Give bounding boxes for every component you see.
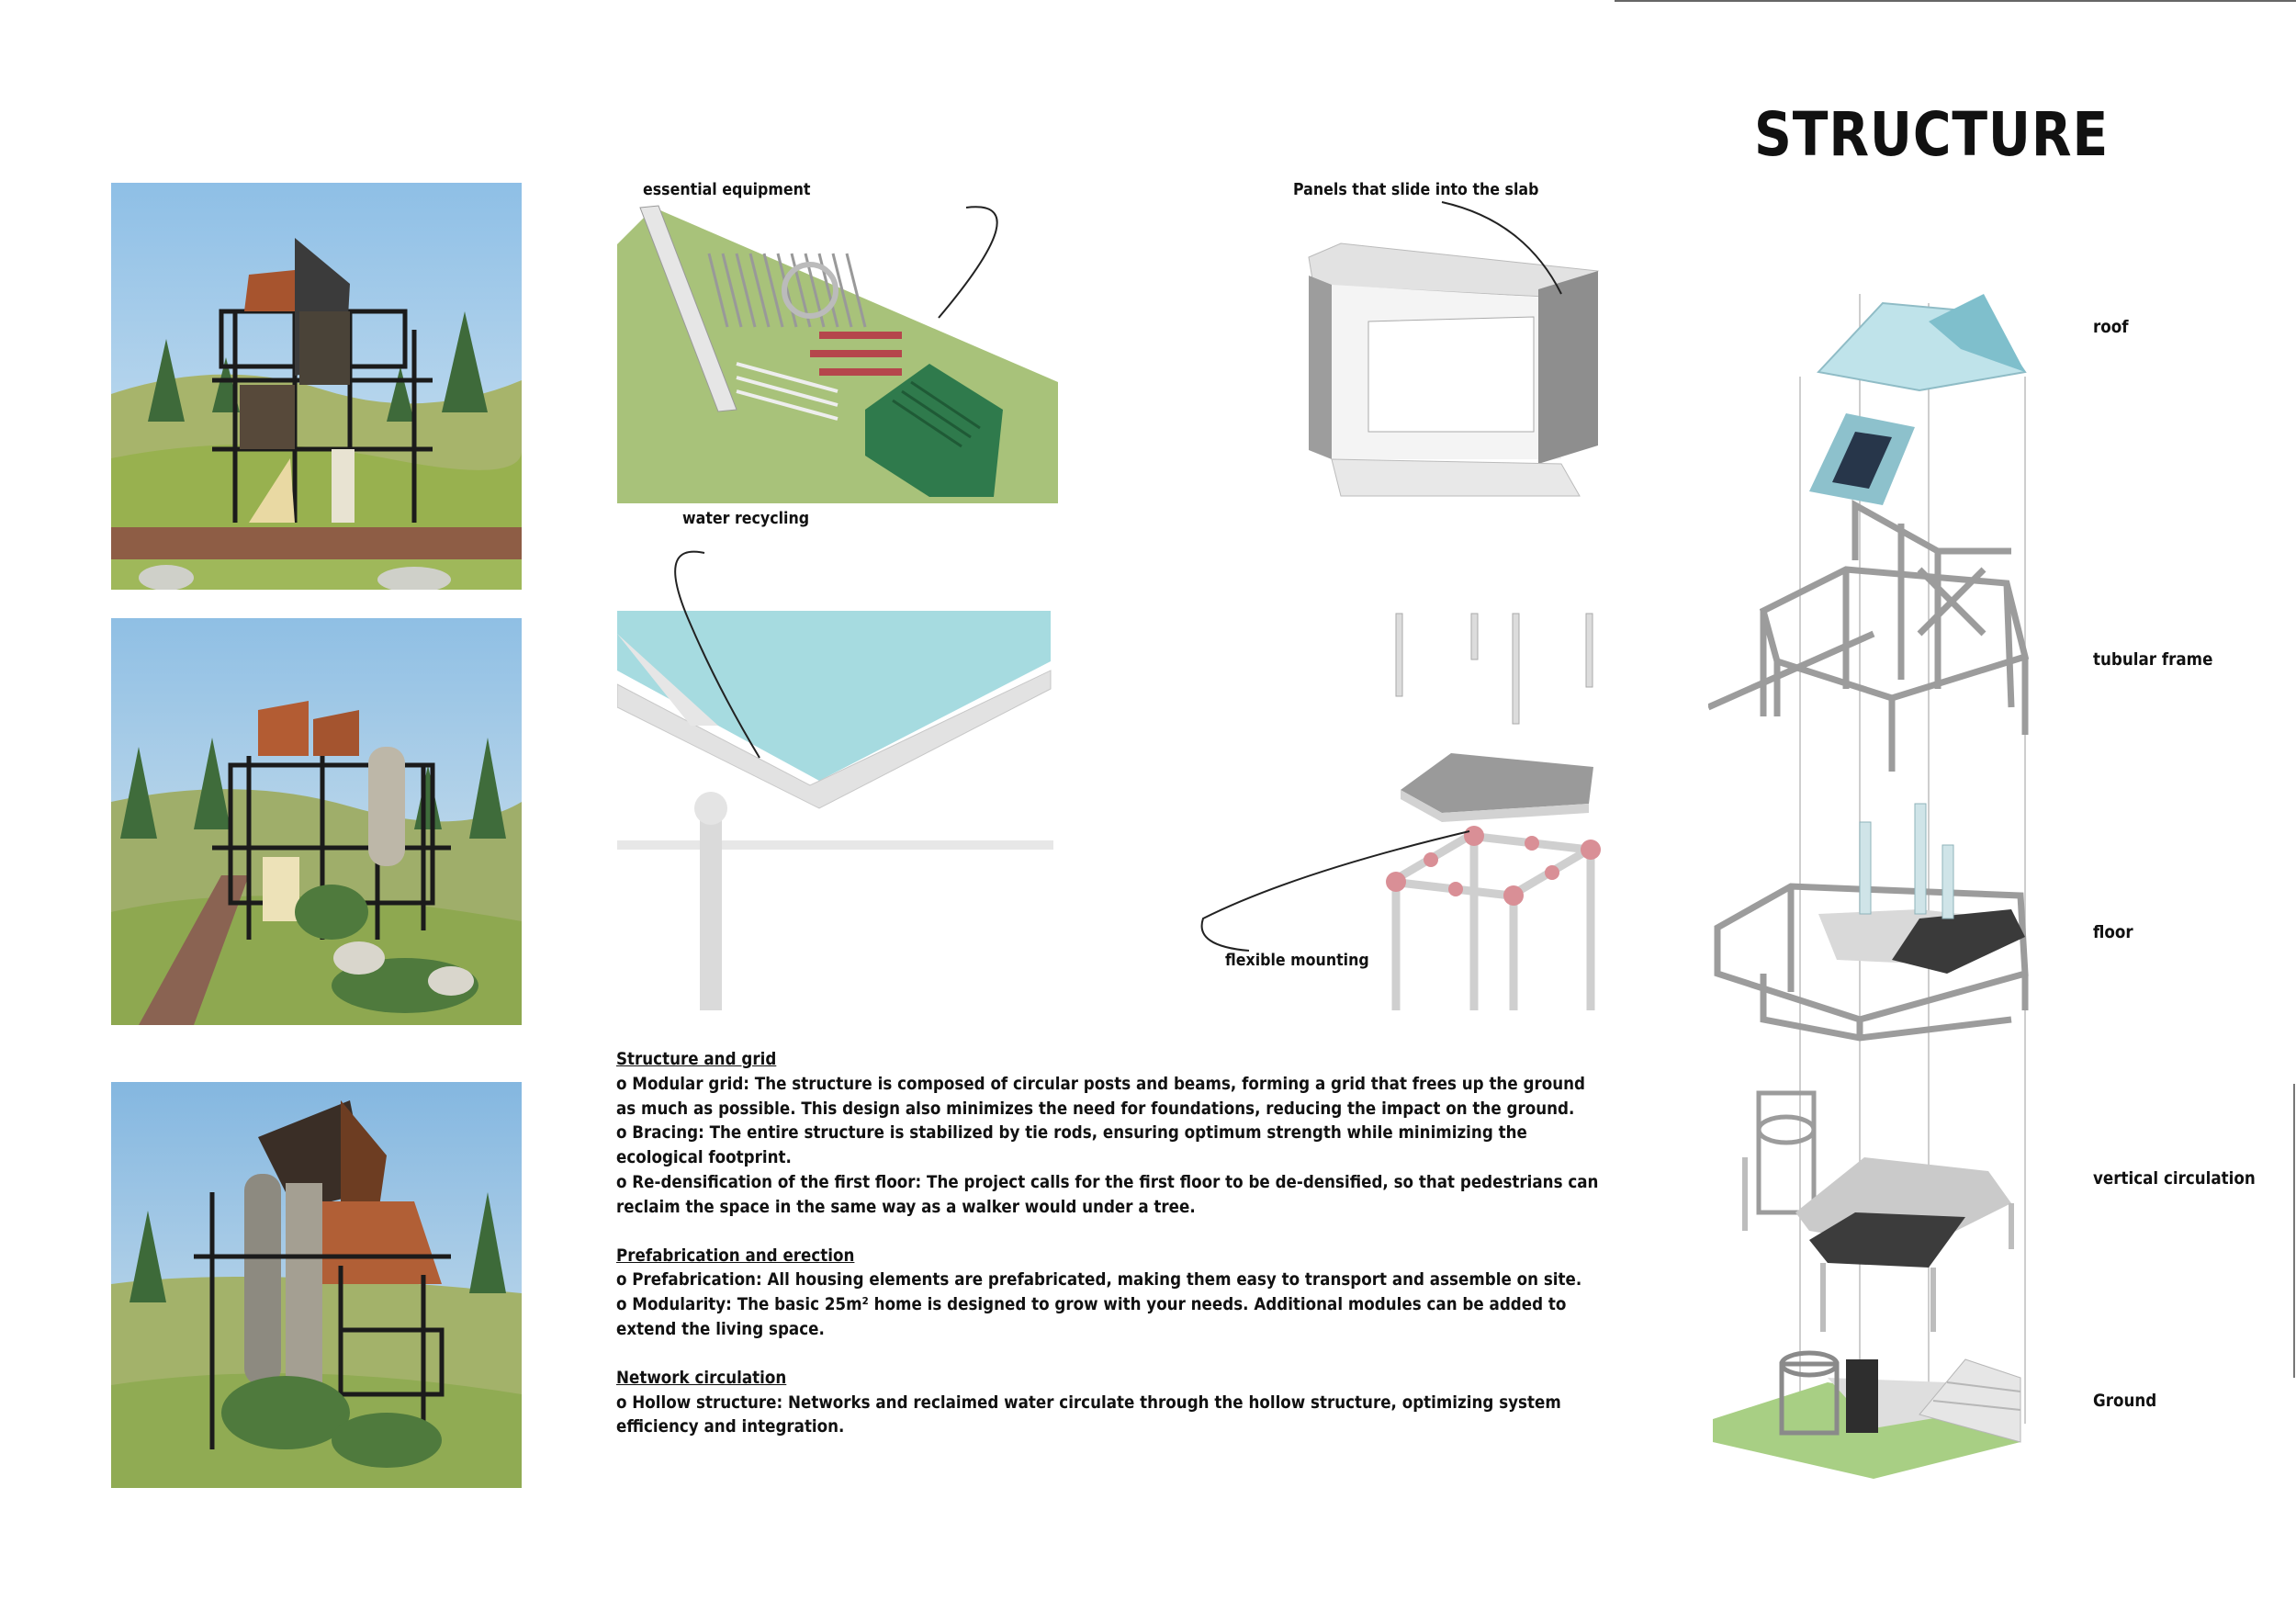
section-heading: Structure and grid bbox=[616, 1049, 777, 1069]
page-title: STRUCTURE bbox=[1754, 99, 2110, 170]
layer-label-floor: floor bbox=[2093, 922, 2133, 942]
right-border-line bbox=[2293, 1084, 2295, 1378]
top-border-line bbox=[1615, 0, 2296, 2]
bullet-text: o Bracing: The entire structure is stabi… bbox=[616, 1122, 1527, 1168]
bullet-text: o Modular grid: The structure is compose… bbox=[616, 1073, 1585, 1119]
bullet-text: o Modularity: The basic 25m² home is des… bbox=[616, 1294, 1567, 1339]
render-side-view bbox=[111, 618, 522, 1025]
section-heading: Network circulation bbox=[616, 1367, 787, 1388]
callout-flexible-mounting: flexible mounting bbox=[1225, 951, 1369, 970]
callout-essential-equipment: essential equipment bbox=[643, 180, 811, 199]
water-recycling-diagram bbox=[617, 533, 1053, 1010]
render-rear-view bbox=[111, 1082, 522, 1488]
bullet-text: o Re-densification of the first floor: T… bbox=[616, 1171, 1599, 1217]
section-prefabrication: Prefabrication and erection o Prefabrica… bbox=[616, 1244, 1603, 1342]
section-heading: Prefabrication and erection bbox=[616, 1245, 855, 1266]
sliding-panels-diagram bbox=[1304, 193, 1607, 505]
bullet-text: o Hollow structure: Networks and reclaim… bbox=[616, 1392, 1561, 1437]
callout-panels-slide: Panels that slide into the slab bbox=[1293, 180, 1539, 199]
layer-label-roof: roof bbox=[2093, 317, 2129, 337]
flexible-mounting-diagram bbox=[1194, 606, 1607, 1010]
layer-label-tubular-frame: tubular frame bbox=[2093, 649, 2213, 670]
exploded-structure-diagram bbox=[1708, 276, 2048, 1497]
layer-label-ground: Ground bbox=[2093, 1391, 2157, 1411]
bullet-text: o Prefabrication: All housing elements a… bbox=[616, 1269, 1582, 1291]
description-text: Structure and grid o Modular grid: The s… bbox=[616, 1047, 1604, 1463]
section-structure-grid: Structure and grid o Modular grid: The s… bbox=[616, 1047, 1603, 1220]
render-front-view bbox=[111, 183, 522, 590]
section-network-circulation: Network circulation o Hollow structure: … bbox=[616, 1366, 1603, 1439]
callout-water-recycling: water recycling bbox=[682, 509, 810, 528]
essential-equipment-diagram bbox=[617, 180, 1058, 503]
layer-label-vertical-circulation: vertical circulation bbox=[2093, 1168, 2256, 1189]
